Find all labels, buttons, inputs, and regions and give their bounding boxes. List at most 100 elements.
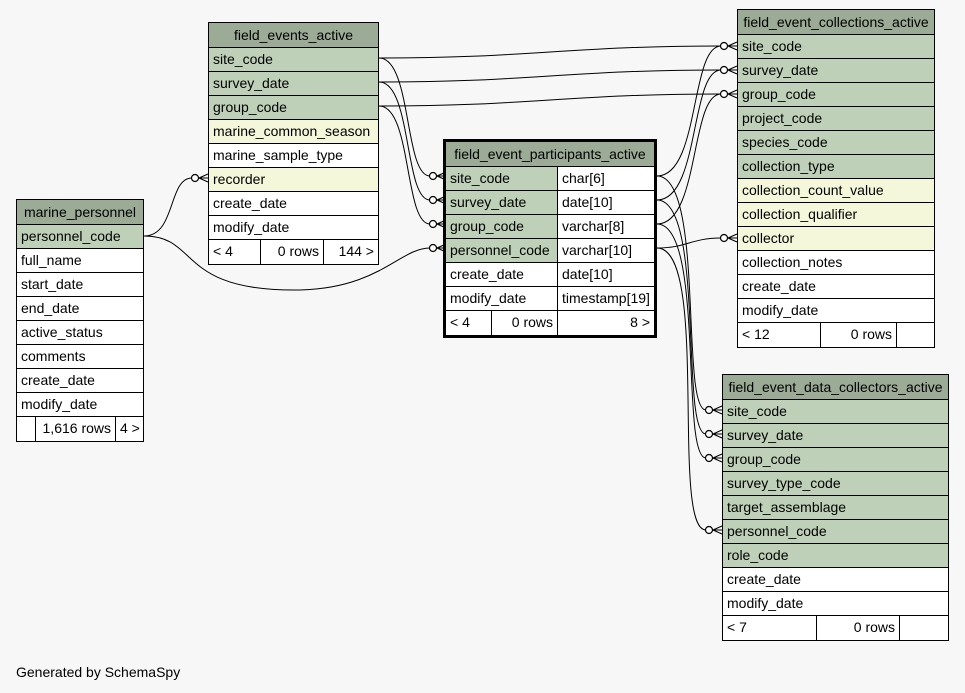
column-row[interactable]: modify_date (17, 393, 143, 417)
column-row[interactable]: modify_date (738, 299, 934, 323)
row-count: 1,616 rows (35, 417, 115, 441)
column-row[interactable]: start_date (17, 273, 143, 297)
column-row[interactable]: role_code (723, 544, 948, 568)
column-row[interactable]: target_assemblage (723, 496, 948, 520)
crows-foot-icon (712, 453, 723, 463)
column-row[interactable]: group_code (723, 448, 948, 472)
column-name: create_date (723, 568, 948, 591)
column-name: personnel_code (17, 225, 143, 248)
column-name: group_code (723, 448, 948, 471)
column-row[interactable]: survey_type_code (723, 472, 948, 496)
column-row[interactable]: survey_date (209, 72, 378, 96)
column-name: target_assemblage (723, 496, 948, 519)
relationship-line (656, 199, 707, 435)
relationship-line (378, 57, 431, 177)
column-row[interactable]: create_date (209, 192, 378, 216)
column-row[interactable]: marine_sample_type (209, 144, 378, 168)
parents-count (17, 417, 35, 441)
column-row[interactable]: modify_date timestamp[19] (446, 287, 654, 311)
column-row[interactable]: comments (17, 345, 143, 369)
column-row[interactable]: personnel_code varchar[10] (446, 239, 654, 263)
column-row[interactable]: group_code (209, 96, 378, 120)
crows-foot-icon (727, 41, 738, 51)
zero-or-many-icon (719, 233, 729, 243)
column-name: site_code (446, 167, 557, 190)
table-marine-personnel[interactable]: marine_personnel personnel_code full_nam… (16, 199, 144, 442)
column-row[interactable]: create_date (17, 369, 143, 393)
column-row[interactable]: recorder (209, 168, 378, 192)
row-count: 0 rows (816, 616, 899, 640)
row-count: 0 rows (820, 323, 896, 347)
zero-or-many-icon (428, 171, 438, 181)
zero-or-many-icon (428, 195, 438, 205)
column-row[interactable]: project_code (738, 107, 934, 131)
table-field-event-data-collectors-active[interactable]: field_event_data_collectors_active site_… (722, 374, 949, 641)
column-row[interactable]: active_status (17, 321, 143, 345)
column-row[interactable]: marine_common_season (209, 120, 378, 144)
column-row[interactable]: create_date date[10] (446, 263, 654, 287)
zero-or-many-icon (428, 219, 438, 229)
column-row[interactable]: survey_date (723, 424, 948, 448)
column-type: date[10] (557, 263, 654, 286)
children-count (899, 616, 948, 640)
generator-credit: Generated by SchemaSpy (16, 664, 181, 680)
column-name: group_code (446, 215, 557, 238)
column-name: personnel_code (446, 239, 557, 262)
column-row[interactable]: collector (738, 227, 934, 251)
table-field-events-active[interactable]: field_events_active site_code survey_dat… (208, 22, 379, 265)
column-name: collection_notes (738, 251, 934, 274)
column-row[interactable]: end_date (17, 297, 143, 321)
zero-or-many-icon (719, 41, 729, 51)
column-row[interactable]: species_code (738, 131, 934, 155)
relationship-line (143, 235, 431, 291)
crows-foot-icon (712, 525, 723, 535)
column-name: site_code (209, 48, 378, 71)
column-row[interactable]: collection_qualifier (738, 203, 934, 227)
column-row[interactable]: site_code (209, 48, 378, 72)
column-name: create_date (17, 369, 143, 392)
column-row[interactable]: site_code char[6] (446, 167, 654, 191)
column-name: create_date (446, 263, 557, 286)
column-row[interactable]: personnel_code (17, 225, 143, 249)
relationship-line (378, 93, 722, 107)
relationship-line (143, 177, 193, 237)
parents-count: < 4 (450, 314, 470, 330)
parents-count: < 7 (727, 619, 747, 635)
column-row[interactable]: collection_notes (738, 251, 934, 275)
column-row[interactable]: site_code (738, 35, 934, 59)
column-row[interactable]: site_code (723, 400, 948, 424)
zero-or-many-icon (704, 429, 714, 439)
column-name: site_code (723, 400, 948, 423)
column-name: survey_date (738, 59, 934, 82)
relationship-line (378, 45, 722, 59)
column-name: modify_date (723, 592, 948, 615)
table-field-event-participants-active[interactable]: field_event_participants_active site_cod… (443, 139, 657, 338)
column-name: group_code (738, 83, 934, 106)
table-title: field_event_data_collectors_active (723, 375, 948, 400)
column-row[interactable]: modify_date (209, 216, 378, 240)
row-count: 0 rows (260, 240, 323, 264)
column-name: end_date (17, 297, 143, 320)
column-row[interactable]: modify_date (723, 592, 948, 616)
column-row[interactable]: personnel_code (723, 520, 948, 544)
crows-foot-icon (198, 173, 209, 183)
column-name: survey_date (446, 191, 557, 214)
column-name: collection_count_value (738, 179, 934, 202)
table-field-event-collections-active[interactable]: field_event_collections_active site_code… (737, 9, 935, 348)
children-count (896, 323, 934, 347)
column-row[interactable]: collection_count_value (738, 179, 934, 203)
column-row[interactable]: group_code (738, 83, 934, 107)
column-row[interactable]: survey_date date[10] (446, 191, 654, 215)
column-name: survey_date (723, 424, 948, 447)
column-row[interactable]: create_date (738, 275, 934, 299)
column-row[interactable]: group_code varchar[8] (446, 215, 654, 239)
column-row[interactable]: collection_type (738, 155, 934, 179)
column-row[interactable]: create_date (723, 568, 948, 592)
relationship-line (656, 69, 722, 201)
column-row[interactable]: survey_date (738, 59, 934, 83)
column-type: timestamp[19] (557, 287, 654, 310)
column-row[interactable]: full_name (17, 249, 143, 273)
children-count: 144 > (323, 240, 378, 264)
column-name: collection_qualifier (738, 203, 934, 226)
